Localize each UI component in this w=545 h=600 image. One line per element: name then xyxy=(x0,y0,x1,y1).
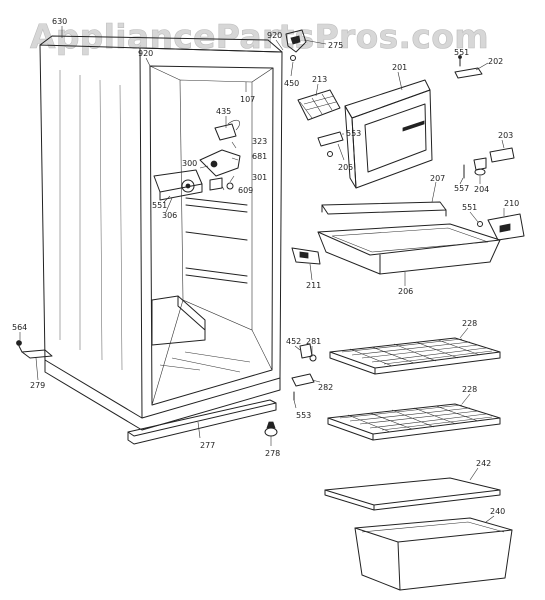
bottom-hinge xyxy=(16,340,53,359)
callout-553-top: 553 xyxy=(346,129,361,138)
callout-228-lower: 228 xyxy=(462,385,477,394)
callout-557: 557 xyxy=(454,184,469,193)
callout-551-top: 551 xyxy=(454,48,469,57)
shelf-bracket-parts xyxy=(291,343,317,401)
freezer-door xyxy=(344,79,433,189)
callout-207: 207 xyxy=(430,174,445,183)
door-small-parts xyxy=(317,131,344,157)
callout-551-right: 551 xyxy=(462,203,477,212)
callout-551-left: 551 xyxy=(152,201,167,210)
crisper-pan xyxy=(317,223,501,275)
callout-205: 205 xyxy=(338,163,353,172)
callout-240: 240 xyxy=(490,507,505,516)
callout-323: 323 xyxy=(252,137,267,146)
drawer-brackets xyxy=(291,213,525,265)
callout-278: 278 xyxy=(265,449,280,458)
thermostat-assembly xyxy=(153,119,241,201)
callout-435: 435 xyxy=(216,107,231,116)
watermark-text: AppliancePartsPros.com xyxy=(30,17,489,56)
callout-107: 107 xyxy=(240,95,255,104)
callout-228-upper: 228 xyxy=(462,319,477,328)
crisper-bin xyxy=(354,517,513,591)
callout-203: 203 xyxy=(498,131,513,140)
drawer-rail xyxy=(321,201,447,217)
callout-202: 202 xyxy=(488,57,503,66)
callout-681: 681 xyxy=(252,152,267,161)
callout-301: 301 xyxy=(252,173,267,182)
callout-920-left: 920 xyxy=(138,49,153,58)
callout-450: 450 xyxy=(284,79,299,88)
toe-grille xyxy=(127,399,277,445)
callout-306: 306 xyxy=(162,211,177,220)
callout-279: 279 xyxy=(30,381,45,390)
callout-213: 213 xyxy=(312,75,327,84)
glass-shelf xyxy=(324,477,501,511)
callout-201: 201 xyxy=(392,63,407,72)
callout-630: 630 xyxy=(52,17,67,26)
leveling-foot xyxy=(264,421,278,437)
callout-609: 609 xyxy=(238,186,253,195)
callout-281: 281 xyxy=(306,337,321,346)
hinge-pin-assembly xyxy=(463,147,515,179)
callout-242: 242 xyxy=(476,459,491,468)
callout-277: 277 xyxy=(200,441,215,450)
callout-210: 210 xyxy=(504,199,519,208)
callout-206: 206 xyxy=(398,287,413,296)
ice-tray xyxy=(297,89,341,121)
screw-top xyxy=(458,55,462,67)
callout-211: 211 xyxy=(306,281,321,290)
callout-553-bottom: 553 xyxy=(296,411,311,420)
callout-564: 564 xyxy=(12,323,27,332)
callout-275: 275 xyxy=(328,41,343,50)
callout-920-top: 920 xyxy=(267,31,282,40)
wire-shelf-upper xyxy=(329,337,501,375)
callout-300: 300 xyxy=(182,159,197,168)
callout-282: 282 xyxy=(318,383,333,392)
callout-452: 452 xyxy=(286,337,301,346)
wire-shelf-lower xyxy=(327,403,501,441)
cabinet-assembly xyxy=(39,35,283,431)
callout-labels: 630 920 920 275 450 107 213 201 551 202 … xyxy=(12,17,519,516)
leader-lines xyxy=(19,26,505,523)
door-bracket xyxy=(454,67,483,79)
top-hinge xyxy=(285,29,307,61)
callout-204: 204 xyxy=(474,185,489,194)
